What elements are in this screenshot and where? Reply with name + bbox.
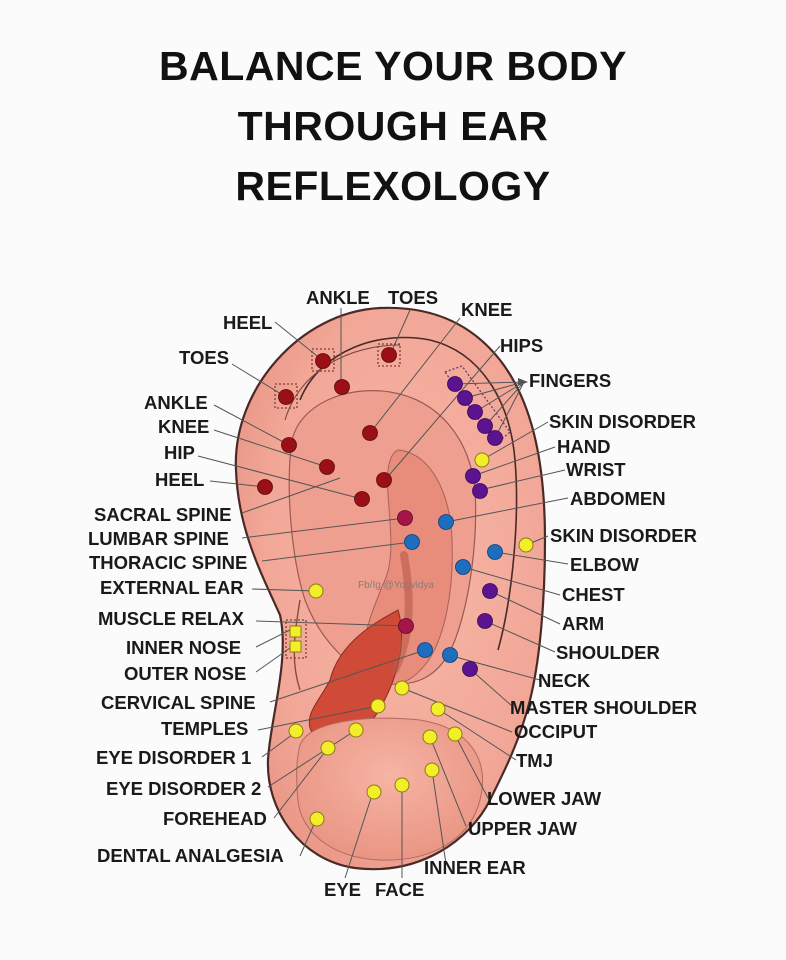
master-shoulder-dot: [462, 661, 478, 677]
hip-left-dot: [354, 491, 370, 507]
label-abdomen: ABDOMEN: [570, 488, 666, 509]
label-knee-left: KNEE: [158, 416, 210, 437]
finger-dot-2: [457, 390, 473, 406]
label-elbow: ELBOW: [570, 554, 639, 575]
label-eye-disorder-2: EYE DISORDER 2: [106, 778, 262, 799]
label-ankle-left: ANKLE: [144, 392, 208, 413]
label-skin-disorder-1: SKIN DISORDER: [549, 411, 696, 432]
label-knee-top: KNEE: [461, 299, 513, 320]
label-fingers: FINGERS: [529, 370, 612, 391]
neck-dot: [442, 647, 458, 663]
label-sacral-spine: SACRAL SPINE: [94, 504, 232, 525]
finger-dot-4: [477, 418, 493, 434]
label-eye: EYE: [324, 879, 362, 900]
label-toes-top: TOES: [388, 287, 439, 308]
skin-disorder-1-dot: [474, 452, 490, 468]
elbow-dot: [487, 544, 503, 560]
upper-jaw-dot: [422, 729, 438, 745]
ankle-left-dot: [281, 437, 297, 453]
label-face: FACE: [375, 879, 425, 900]
label-lumbar-spine: LUMBAR SPINE: [88, 528, 229, 549]
label-hand: HAND: [557, 436, 611, 457]
label-external-ear: EXTERNAL EAR: [100, 577, 244, 598]
chest-dot: [482, 583, 498, 599]
toes-left-dot: [278, 389, 294, 405]
label-outer-nose: OUTER NOSE: [124, 663, 247, 684]
label-ankle-top: ANKLE: [306, 287, 370, 308]
label-chest: CHEST: [562, 584, 625, 605]
occiput-dot: [394, 680, 410, 696]
external-ear-dot: [308, 583, 324, 599]
sacral-spine-dot: [397, 510, 413, 526]
label-temples: TEMPLES: [161, 718, 249, 739]
watermark: Fb/Ig @Yogvidya: [358, 580, 434, 591]
hips-dot: [376, 472, 392, 488]
heel-top-dot: [315, 353, 331, 369]
wrist-dot: [472, 483, 488, 499]
label-upper-jaw: UPPER JAW: [468, 818, 577, 839]
label-muscle-relax: MUSCLE RELAX: [98, 608, 244, 629]
eye-disorder-2-dot: [348, 722, 364, 738]
label-dental-analgesia: DENTAL ANALGESIA: [97, 845, 284, 866]
label-heel-top: HEEL: [223, 312, 273, 333]
label-heel-left: HEEL: [155, 469, 205, 490]
label-neck: NECK: [538, 670, 591, 691]
label-wrist: WRIST: [566, 459, 626, 480]
label-master-shoulder: MASTER SHOULDER: [510, 697, 698, 718]
eye-dot: [366, 784, 382, 800]
ankle-top-dot: [334, 379, 350, 395]
label-tmj: TMJ: [516, 750, 553, 771]
outer-nose-marker: [289, 640, 302, 653]
label-thoracic-spine: THORACIC SPINE: [89, 552, 248, 573]
hand-dot: [465, 468, 481, 484]
cervical-spine-dot: [417, 642, 433, 658]
label-arm: ARM: [562, 613, 605, 634]
finger-dot-1: [447, 376, 463, 392]
finger-dot-5: [487, 430, 503, 446]
abdomen-dot: [438, 514, 454, 530]
label-eye-disorder-1: EYE DISORDER 1: [96, 747, 252, 768]
page-title: BALANCE YOUR BODY THROUGH EAR REFLEXOLOG…: [0, 36, 786, 216]
dental-analgesia-dot: [309, 811, 325, 827]
inner-ear-dot: [424, 762, 440, 778]
label-occiput: OCCIPUT: [514, 721, 598, 742]
label-cervical-spine: CERVICAL SPINE: [101, 692, 256, 713]
inner-nose-marker: [289, 625, 302, 638]
knee-top-dot: [362, 425, 378, 441]
label-inner-ear: INNER EAR: [424, 857, 526, 878]
title-line-2: THROUGH EAR: [237, 103, 549, 149]
temples-dot: [370, 698, 386, 714]
muscle-relax-dot: [398, 618, 414, 634]
title-line-3: REFLEXOLOGY: [235, 163, 551, 209]
label-forehead: FOREHEAD: [163, 808, 267, 829]
toes-top-dot: [381, 347, 397, 363]
label-lower-jaw: LOWER JAW: [487, 788, 602, 809]
label-skin-disorder-2: SKIN DISORDER: [550, 525, 697, 546]
lower-jaw-dot: [447, 726, 463, 742]
face-dot: [394, 777, 410, 793]
knee-left-dot: [319, 459, 335, 475]
tmj-dot: [430, 701, 446, 717]
finger-dot-3: [467, 404, 483, 420]
title-line-1: BALANCE YOUR BODY: [159, 43, 627, 89]
label-hips: HIPS: [500, 335, 544, 356]
label-toes-left: TOES: [179, 347, 230, 368]
skin-disorder-2-dot: [518, 537, 534, 553]
shoulder-dot: [455, 559, 471, 575]
arm-dot: [477, 613, 493, 629]
label-inner-nose: INNER NOSE: [126, 637, 242, 658]
label-shoulder: SHOULDER: [556, 642, 660, 663]
forehead-dot: [320, 740, 336, 756]
eye-disorder-1-dot: [288, 723, 304, 739]
heel-left-dot: [257, 479, 273, 495]
thoracic-spine-dot: [404, 534, 420, 550]
label-hip-left: HIP: [164, 442, 195, 463]
